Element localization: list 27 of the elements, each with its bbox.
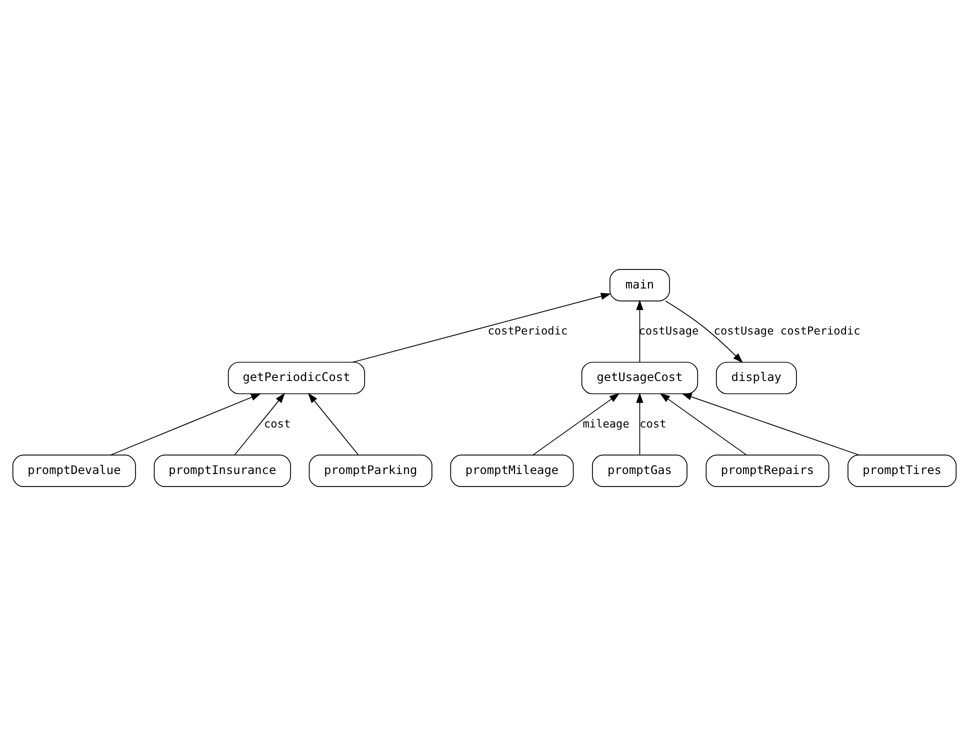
edge-label: cost xyxy=(640,417,666,430)
node-box: promptParking xyxy=(308,454,432,488)
node-box: promptRepairs xyxy=(706,454,830,488)
arrow xyxy=(110,393,262,456)
node-box: promptMileage xyxy=(450,454,574,488)
edge-label: costUsage xyxy=(638,324,699,338)
node-box: promptDevalue xyxy=(12,454,136,488)
node-box: promptGas xyxy=(592,454,688,488)
arrow xyxy=(636,392,644,456)
arrow xyxy=(636,300,644,362)
arrow xyxy=(665,300,743,364)
node-box: getPeriodicCost xyxy=(228,362,366,394)
arrow xyxy=(682,393,860,456)
arrow xyxy=(532,393,620,456)
arrow xyxy=(660,393,747,456)
arrow xyxy=(308,392,359,456)
node-box: display xyxy=(716,362,797,394)
edge-label: costPeriodic xyxy=(488,324,568,338)
node-box: main xyxy=(610,268,670,302)
arrow xyxy=(352,292,612,363)
edge-label: costUsage costPeriodic xyxy=(714,324,860,338)
node-box: promptTires xyxy=(848,454,957,488)
node-box: promptInsurance xyxy=(154,454,291,488)
arrow xyxy=(234,392,286,456)
node-box: getUsageCost xyxy=(581,362,698,394)
edge-label: mileage xyxy=(582,417,630,430)
edge-label: cost xyxy=(264,417,291,430)
